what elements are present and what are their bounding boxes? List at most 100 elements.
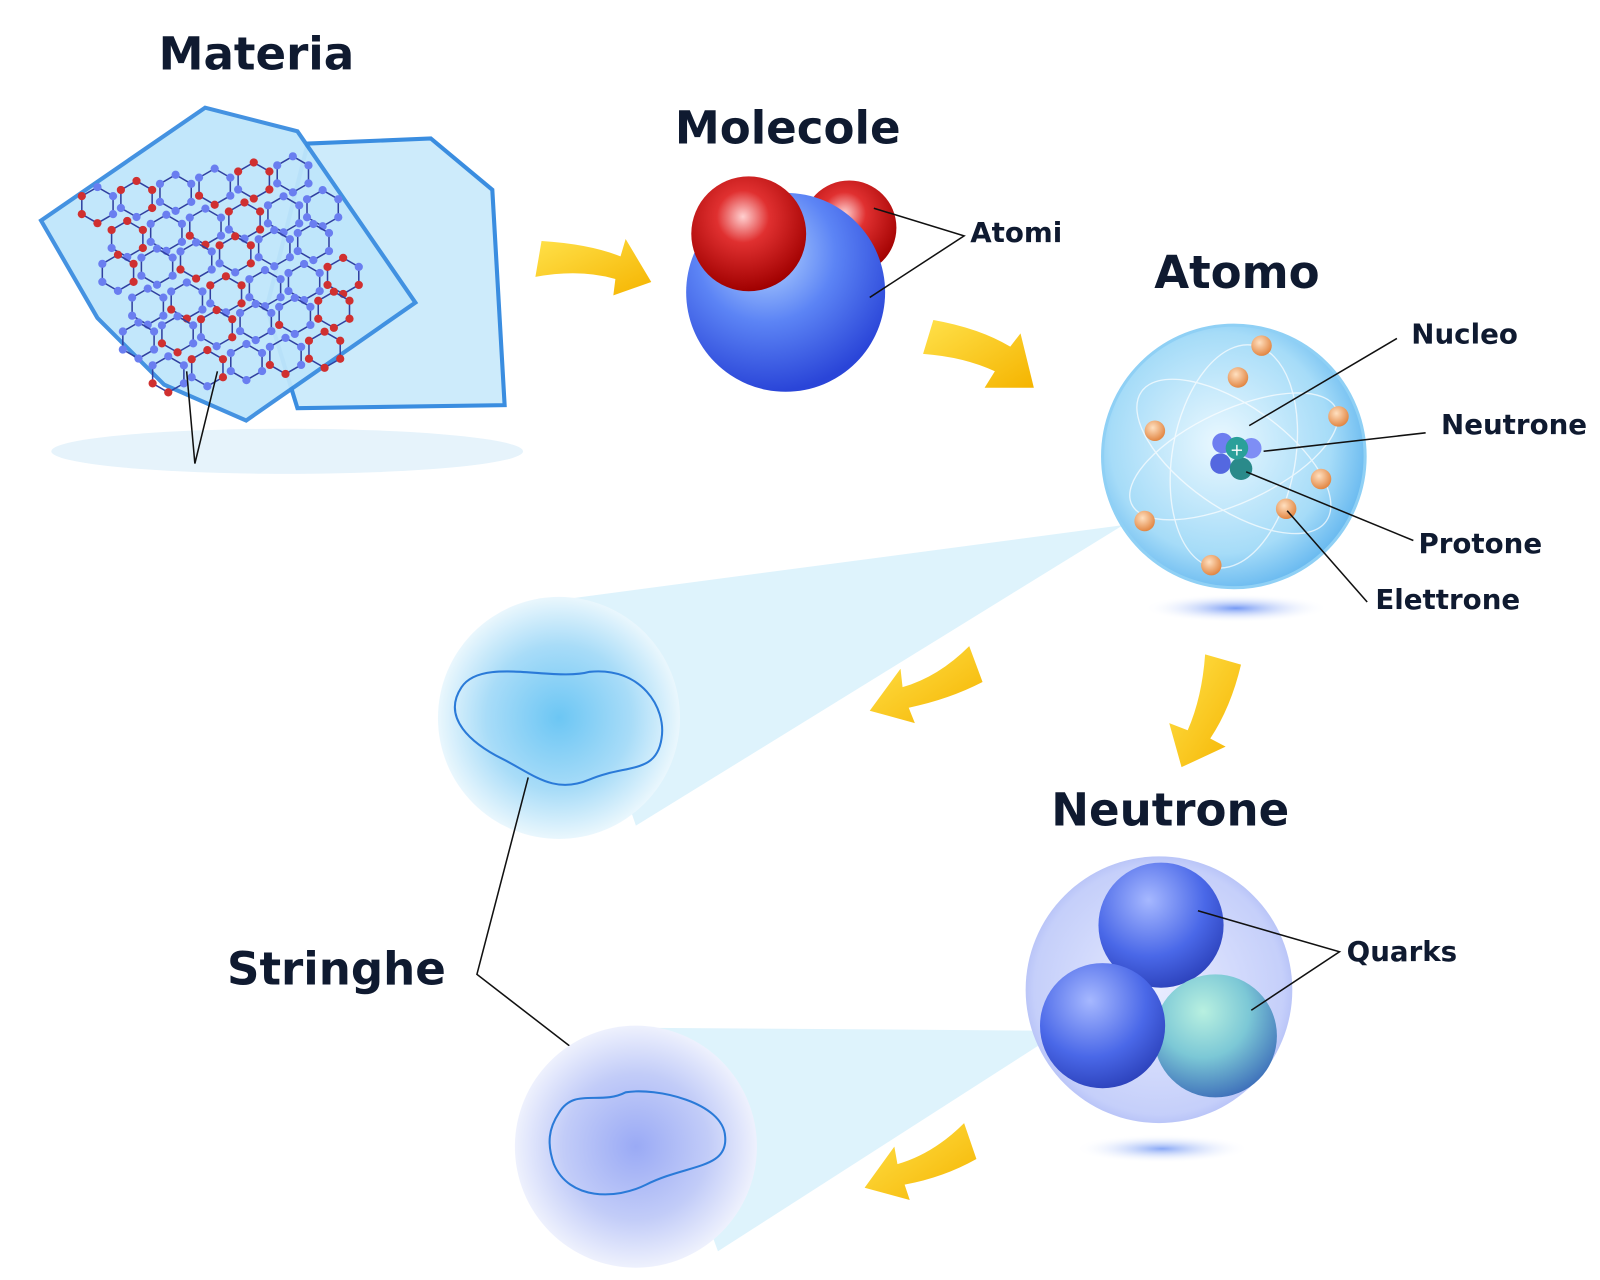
lattice-atom	[304, 179, 313, 188]
lattice-atom	[354, 262, 363, 271]
lattice-atom	[246, 259, 255, 268]
lattice-atom	[260, 266, 270, 275]
label-elettrone: Elettrone	[1375, 583, 1520, 616]
lattice-atom	[212, 342, 221, 351]
lattice-atom	[318, 186, 327, 195]
lattice-atom	[93, 182, 102, 192]
lattice-atom	[168, 253, 177, 262]
lattice-atom	[118, 345, 127, 354]
water-molecule-illustration	[686, 176, 897, 392]
lattice-atom	[128, 311, 137, 320]
lattice-atom	[309, 219, 318, 229]
lattice-atom	[284, 268, 293, 278]
lattice-atom	[113, 250, 123, 259]
lattice-atom	[336, 336, 345, 345]
lattice-atom	[254, 253, 263, 262]
string-illustration	[437, 596, 680, 839]
lattice-atom	[306, 320, 315, 330]
lattice-atom	[295, 201, 304, 210]
lattice-atom	[173, 348, 182, 357]
lattice-atom	[138, 243, 147, 253]
lattice-atom	[192, 238, 201, 247]
lattice-atom	[107, 225, 116, 235]
lattice-atom	[210, 200, 219, 209]
zoom-beam-atom	[558, 525, 1124, 826]
lattice-atom	[237, 281, 246, 290]
string-illustration	[514, 1025, 757, 1268]
lattice-atom	[185, 213, 194, 222]
lattice-atom	[315, 268, 324, 278]
label-quarks: Quarks	[1347, 935, 1457, 968]
lattice-atom	[157, 321, 167, 330]
lattice-atom	[179, 361, 188, 370]
lattice-atom	[98, 259, 107, 268]
lattice-atom	[149, 345, 159, 354]
label-protone: Protone	[1418, 527, 1542, 560]
lattice-atom	[212, 306, 221, 315]
lattice-atom	[256, 225, 265, 234]
lattice-atom	[129, 277, 138, 286]
lattice-atom	[267, 308, 276, 318]
lattice-atom	[129, 259, 138, 268]
lattice-atom	[182, 278, 191, 287]
lattice-atom	[323, 262, 332, 271]
lattice-atom	[167, 305, 176, 314]
lattice-atom	[265, 342, 274, 351]
lattice-atom	[234, 185, 243, 194]
lattice-atom	[240, 198, 249, 207]
label-atomi: Atomi	[970, 216, 1062, 249]
lattice-atom	[137, 253, 146, 262]
lattice-atom	[304, 161, 313, 170]
lattice-atom	[176, 247, 185, 256]
lattice-atom	[123, 216, 132, 226]
arrow-icon	[869, 646, 983, 724]
lattice-atom	[77, 210, 86, 219]
lattice-atom	[276, 275, 285, 284]
lattice-atom	[168, 271, 177, 280]
lattice-atom	[279, 192, 288, 201]
lattice-atom	[77, 192, 86, 201]
lattice-atom	[265, 185, 274, 194]
lattice-atom	[320, 363, 329, 372]
lattice-atom	[93, 219, 102, 228]
lattice-atom	[226, 191, 235, 200]
lattice-atom	[148, 203, 157, 213]
lattice-atom	[302, 195, 312, 204]
lattice-atom	[116, 203, 125, 213]
lattice-atom	[155, 179, 165, 188]
quarks-pointer	[1197, 910, 1342, 1011]
lattice-atom	[173, 312, 182, 321]
electron	[1251, 335, 1272, 356]
lattice-atom	[304, 336, 314, 345]
neutron-illustration	[1025, 856, 1293, 1124]
lattice-atom	[231, 268, 240, 277]
lattice-atom	[242, 339, 251, 349]
lattice-atom	[152, 280, 162, 289]
lattice-atom	[171, 206, 180, 215]
lattice-atom	[187, 355, 196, 364]
lattice-atom	[299, 259, 309, 269]
lattice-atom	[157, 339, 167, 348]
lattice-atom	[215, 259, 224, 268]
lattice-atom	[155, 197, 165, 206]
lattice-atom	[187, 197, 196, 206]
lattice-atom	[137, 271, 146, 280]
arrow-icon	[1169, 654, 1242, 768]
lattice-atom	[159, 311, 168, 320]
lattice-atom	[246, 241, 255, 250]
lattice-atom	[242, 376, 251, 385]
lattice-atom	[275, 320, 284, 330]
lattice-atom	[98, 277, 107, 286]
lattice-atom	[302, 213, 312, 222]
lattice-atom	[288, 152, 297, 161]
lattice-atom	[329, 323, 338, 332]
lattice-atom	[354, 280, 363, 290]
lattice-atom	[210, 164, 219, 173]
lattice-atom	[334, 213, 343, 222]
lattice-atom	[309, 256, 318, 265]
lattice-atom	[148, 379, 157, 388]
lattice-atom	[118, 327, 127, 336]
lattice-atom	[254, 235, 263, 244]
lattice-atom	[270, 226, 279, 235]
lattice-atom	[189, 321, 198, 330]
